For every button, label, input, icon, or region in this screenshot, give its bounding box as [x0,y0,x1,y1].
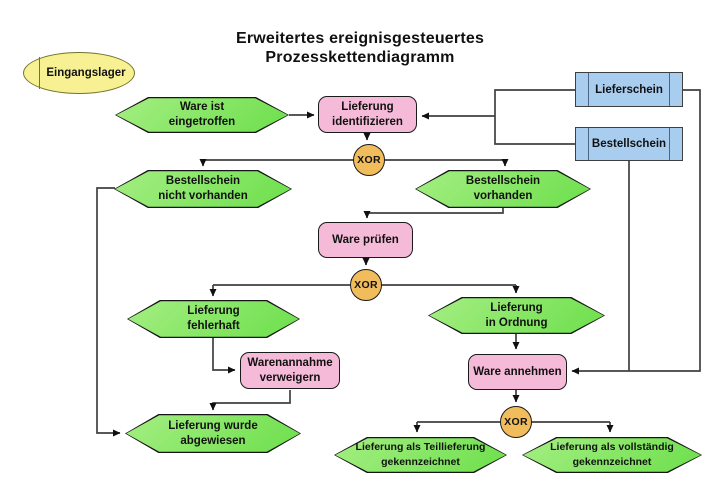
org-unit-divider [39,57,41,89]
hexagon-shape [416,171,590,207]
hexagon-shape [115,171,291,207]
event-bestellschein-nicht-vorhanden: Bestellschein nicht vorhanden [114,170,292,208]
event-lieferung-fehlerhaft: Lieferung fehlerhaft [127,300,300,338]
function-label-line1: Lieferung [341,100,394,113]
arrow-fehlerhaft-to-verweigern [212,338,236,374]
xor-connector-1: XOR [353,144,385,176]
doc-bracket-line [494,89,575,145]
hexagon-shape [523,438,701,472]
arrow-verweigern-to-abgewiesen [209,390,291,411]
event-lieferung-als-teillieferung: Lieferung als Teillieferung gekennzeichn… [334,437,507,473]
doc-inner-line [588,73,590,106]
arrow-vorhanden-to-pruefen [363,208,504,219]
event-label: Bestellschein nicht vorhanden [114,170,292,208]
event-label-line2: gekennzeichnet [572,456,652,468]
event-lieferung-wurde-abgewiesen: Lieferung wurde abgewiesen [125,414,301,453]
event-label-line1: Lieferung als vollständig [550,441,674,453]
page-title: Erweitertes ereignisgesteuertes Prozessk… [0,29,720,67]
event-ware-ist-eingetroffen: Ware ist eingetroffen [115,97,289,133]
hexagon-shape [429,298,604,333]
xor-label: XOR [357,154,381,166]
org-unit-eingangslager: Eingangslager [23,52,135,94]
event-bestellschein-vorhanden: Bestellschein vorhanden [415,170,591,208]
document-bestellschein: Bestellschein [575,127,683,161]
function-label-line2: identifizieren [332,115,403,128]
page-title-line1: Erweitertes ereignisgesteuertes [235,30,485,47]
xor-connector-3: XOR [500,406,532,438]
xor-label: XOR [354,279,378,291]
function-label-line1: Warenannahme [247,356,333,369]
function-label-line1: Ware prüfen [332,233,399,246]
event-lieferung-in-ordnung: Lieferung in Ordnung [428,297,605,334]
function-warenannahme-verweigern: Warenannahme verweigern [240,352,340,389]
event-label: Bestellschein vorhanden [415,170,591,208]
function-ware-annehmen: Ware annehmen [468,354,567,390]
event-label-line2: eingetroffen [168,116,236,128]
hexagon-shape [335,438,506,472]
event-label-line2: fehlerhaft [187,320,240,332]
doc-inner-line [668,128,670,160]
event-label: Lieferung als Teillieferung gekennzeichn… [334,437,507,473]
hexagon-shape [116,98,288,132]
arrow-docs-to-annehmen [571,89,701,375]
event-label: Lieferung fehlerhaft [127,300,300,338]
event-label: Lieferung in Ordnung [428,297,605,334]
document-lieferschein: Lieferschein [575,72,683,107]
hexagon-shape [128,301,299,337]
event-label-line1: Lieferung wurde [168,419,258,432]
doc-inner-line [588,128,590,160]
event-label-line2: nicht vorhanden [158,190,248,202]
event-label-line2: in Ordnung [485,316,548,329]
event-label: Lieferung wurde abgewiesen [125,414,301,453]
org-unit-label: Eingangslager [46,67,126,79]
event-label-line1: Lieferung [490,301,543,314]
function-label-line1: Ware annehmen [473,365,562,378]
document-label: Bestellschein [591,138,667,150]
event-label-line1: Bestellschein [165,175,241,187]
hexagon-shape [126,415,300,452]
event-label-line2: abgewiesen [180,434,246,447]
page-title-line2: Prozesskettendiagramm [265,49,455,66]
event-label-line2: gekennzeichnet [381,456,460,468]
function-lieferung-identifizieren: Lieferung identifizieren [318,96,417,133]
event-label-line1: Lieferung als Teillieferung [355,441,486,453]
document-label: Lieferschein [595,83,663,96]
xor-connector-2: XOR [350,269,382,301]
arrow-nicht-vorhanden-to-abgewiesen [96,187,121,437]
doc-inner-line [668,73,670,106]
event-label-line2: vorhanden [473,190,533,202]
event-label: Lieferung als vollständig gekennzeichnet [522,437,702,473]
xor-label: XOR [504,416,528,428]
event-label: Ware ist eingetroffen [115,97,289,133]
event-label-line1: Ware ist [179,101,225,113]
function-ware-pruefen: Ware prüfen [318,222,413,258]
function-label-line2: verweigern [259,371,321,384]
event-label-line1: Bestellschein [465,175,541,187]
event-lieferung-als-vollstaendig: Lieferung als vollständig gekennzeichnet [522,437,702,473]
event-label-line1: Lieferung [187,305,240,317]
